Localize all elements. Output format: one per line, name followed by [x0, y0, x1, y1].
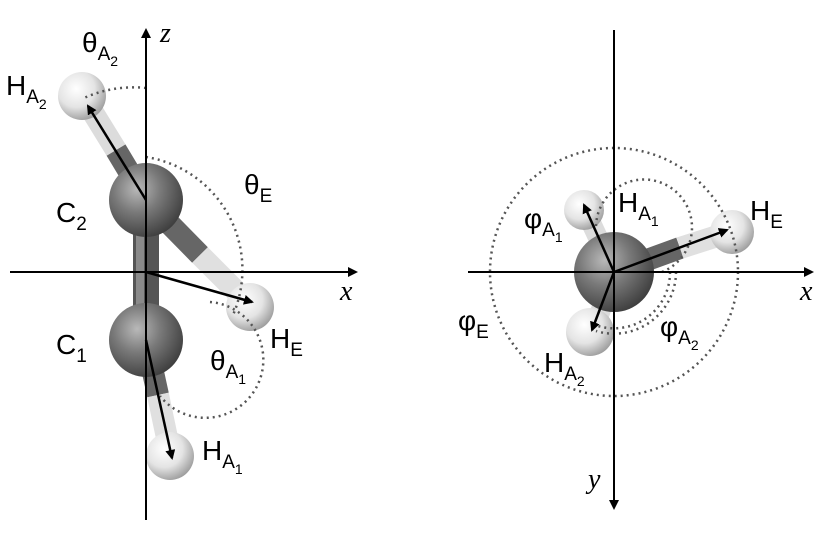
vector-to-h-e: [145, 270, 254, 305]
atom-h-e: [226, 283, 274, 331]
label-right-h-a1: HA1: [618, 187, 659, 229]
vector-right-to-h-a1: [582, 203, 616, 273]
label-theta-a2: θA2: [82, 27, 118, 69]
label-right-h-a2: HA2: [544, 347, 585, 389]
left-bonds: [74, 92, 258, 455]
atom-h-a2: [58, 72, 106, 120]
label-h-a1: HA1: [202, 435, 243, 477]
label-theta-a1: θA1: [210, 345, 246, 387]
label-phi-e: φE: [458, 305, 489, 343]
arc-phi-a2-inner: [597, 271, 672, 330]
label-phi-a2: φA2: [660, 311, 699, 353]
vector-right-to-h-a2: [590, 271, 616, 332]
right-panel: x y HA1 HE HA2 φA1 φE φA2: [458, 30, 814, 510]
label-theta-e: θE: [244, 169, 272, 207]
atom-right-h-a1: [564, 190, 604, 230]
arc-theta-e: [145, 155, 244, 316]
vector-right-to-h-e: [613, 228, 729, 274]
vector-to-h-a2: [86, 104, 148, 201]
label-right-h-e: HE: [750, 195, 783, 233]
left-x-axis-label: x: [339, 276, 353, 307]
right-y-axis-label: y: [585, 464, 601, 495]
right-x-axis-label: x: [799, 276, 813, 307]
label-h-e: HE: [270, 323, 303, 361]
left-panel: z x C2 C1 HA2 HE HA1 θA2 θE θA1: [6, 18, 358, 520]
arc-theta-a2: [83, 86, 147, 100]
atom-right-h-a2: [566, 308, 614, 356]
label-h-a2: HA2: [6, 70, 47, 112]
arc-phi-a1: [594, 178, 694, 274]
label-c1: C1: [56, 329, 87, 367]
vector-to-h-a1: [144, 339, 176, 460]
label-c2: C2: [56, 197, 87, 235]
arc-theta-a1: [159, 300, 265, 420]
left-z-axis-label: z: [159, 18, 171, 49]
atom-h-a1: [146, 432, 194, 480]
label-phi-a1: φA1: [524, 203, 563, 245]
